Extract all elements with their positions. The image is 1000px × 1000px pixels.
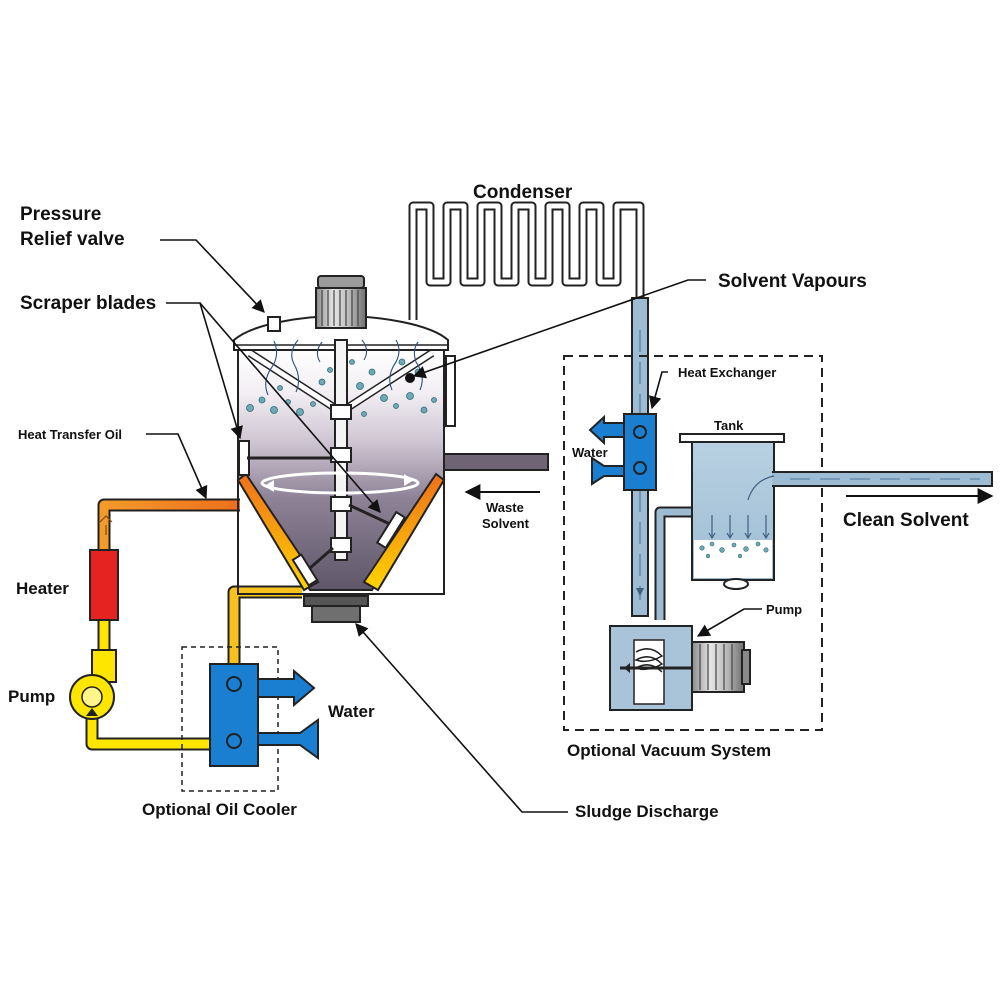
vapour-bubbles <box>246 358 437 417</box>
tank <box>679 433 785 590</box>
pump-left-label: Pump <box>8 687 55 706</box>
condenser-label: Condenser <box>473 182 573 203</box>
heat-transfer-oil-circuit <box>85 498 302 751</box>
heat-exchanger-water <box>588 414 625 486</box>
pump-icon <box>69 649 117 720</box>
heat-exchanger-label: Heat Exchanger <box>678 365 776 380</box>
waste-solvent-label-line2: Solvent <box>482 516 530 531</box>
sludge-discharge-label: Sludge Discharge <box>575 802 719 821</box>
oil-cooler-heat-exchanger <box>209 663 319 767</box>
tank-label: Tank <box>714 418 744 433</box>
pump-right-label: Pump <box>766 602 802 617</box>
optional-oil-cooler-label: Optional Oil Cooler <box>142 800 297 819</box>
heater <box>89 549 119 621</box>
flow-arrows <box>464 484 994 504</box>
clean-solvent-pipe <box>747 471 993 501</box>
vacuum-pump-icon <box>609 625 751 711</box>
clean-solvent-label: Clean Solvent <box>843 510 969 531</box>
heat-transfer-oil-label: Heat Transfer Oil <box>18 427 122 442</box>
motor-icon <box>315 275 367 329</box>
leader-lines <box>146 239 762 813</box>
pressure-valve-icon <box>267 316 281 332</box>
oil-cooler-boundary <box>181 646 279 792</box>
waste-solvent-pipe <box>439 453 549 471</box>
waste-solvent-label-line1: Waste <box>486 500 524 515</box>
pressure-relief-label-line1: Pressure <box>20 204 101 225</box>
water-left-label: Water <box>328 702 375 721</box>
pressure-relief-label-line2: Relief valve <box>20 229 125 250</box>
heater-label: Heater <box>16 579 69 598</box>
water-right-label: Water <box>572 445 608 460</box>
scraper-blades-label: Scraper blades <box>20 293 156 314</box>
optional-vacuum-system-label: Optional Vacuum System <box>567 741 771 760</box>
agitator <box>247 339 435 587</box>
vapour-curls <box>265 339 423 396</box>
condenser-coil <box>408 201 645 320</box>
vacuum-system-boundary <box>563 355 823 731</box>
solvent-vapours-label: Solvent Vapours <box>718 271 867 292</box>
rotation-indicator <box>260 471 420 495</box>
vacuum-heat-exchanger <box>623 413 657 491</box>
